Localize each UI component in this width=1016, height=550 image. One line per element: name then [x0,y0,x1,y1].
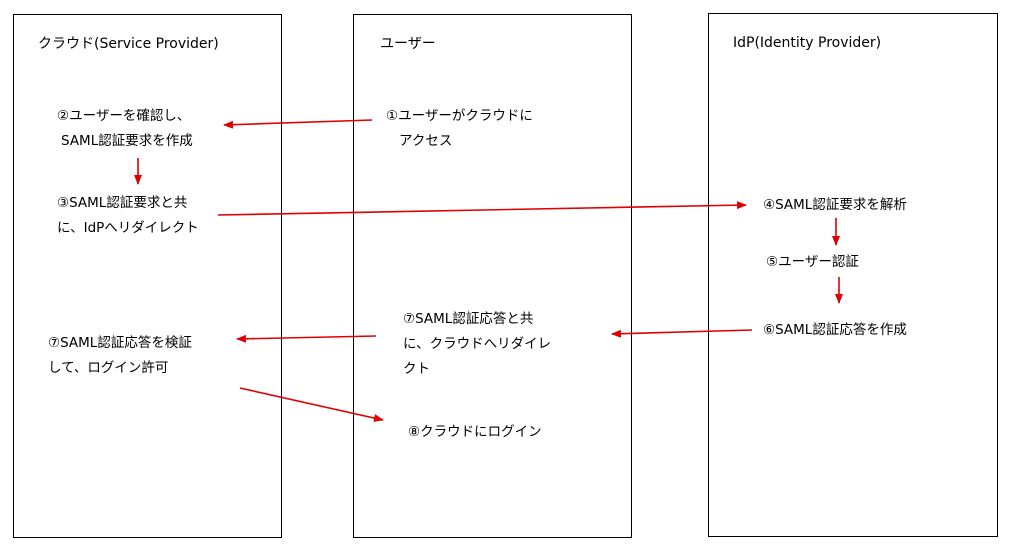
lane-user [353,14,632,538]
arrow-7-to-8 [239,387,384,422]
step-6-line-1: ⑥SAML認証応答を作成 [763,322,907,338]
step-2-line-1: ②ユーザーを確認し、 [57,108,191,124]
step-7-verify-response: ⑦SAML認証応答を検証 して、ログイン許可 [48,331,192,381]
step-1-line-1: ①ユーザーがクラウドに [386,108,533,124]
step-5-line-1: ⑤ユーザー認証 [766,254,859,270]
step-8-line-1: ⑧クラウドにログイン [408,424,542,440]
step-7-cloud-line-2: して、ログイン許可 [48,360,169,376]
step-2-create-request: ②ユーザーを確認し、 SAML認証要求を作成 [57,104,193,154]
arrow-3-to-4 [217,201,747,216]
step-6-create-response: ⑥SAML認証応答を作成 [763,318,907,343]
step-8-login: ⑧クラウドにログイン [408,420,542,445]
step-1-user-access: ①ユーザーがクラウドに アクセス [386,104,533,154]
arrow-7-to-7 [236,334,377,343]
lane-title-cloud: クラウド(Service Provider) [38,36,219,52]
step-7-user-line-1: ⑦SAML認証応答と共 [403,311,534,327]
step-7-redirect-cloud: ⑦SAML認証応答と共 に、クラウドへリダイレ クト [403,307,551,382]
step-1-line-2: アクセス [399,133,453,149]
arrow-1-to-2 [223,119,373,129]
arrow-6-to-7 [611,329,753,338]
step-5-user-auth: ⑤ユーザー認証 [766,250,859,275]
lane-title-idp: IdP(Identity Provider) [733,35,882,51]
lane-idp [708,13,998,537]
step-7-cloud-line-1: ⑦SAML認証応答を検証 [48,335,192,351]
step-7-user-line-2: に、クラウドへリダイレ [403,336,552,352]
lane-title-user: ユーザー [380,36,436,52]
step-7-user-line-3: クト [403,361,430,377]
step-4-parse-request: ④SAML認証要求を解析 [763,193,907,218]
step-4-line-1: ④SAML認証要求を解析 [763,197,907,213]
step-2-line-2: SAML認証要求を作成 [61,133,193,149]
step-3-redirect-idp: ③SAML認証要求と共 に、IdPへリダイレクト [57,191,199,241]
step-3-line-1: ③SAML認証要求と共 [57,195,188,211]
lane-cloud [13,14,282,538]
step-3-line-2: に、IdPへリダイレクト [57,220,199,236]
